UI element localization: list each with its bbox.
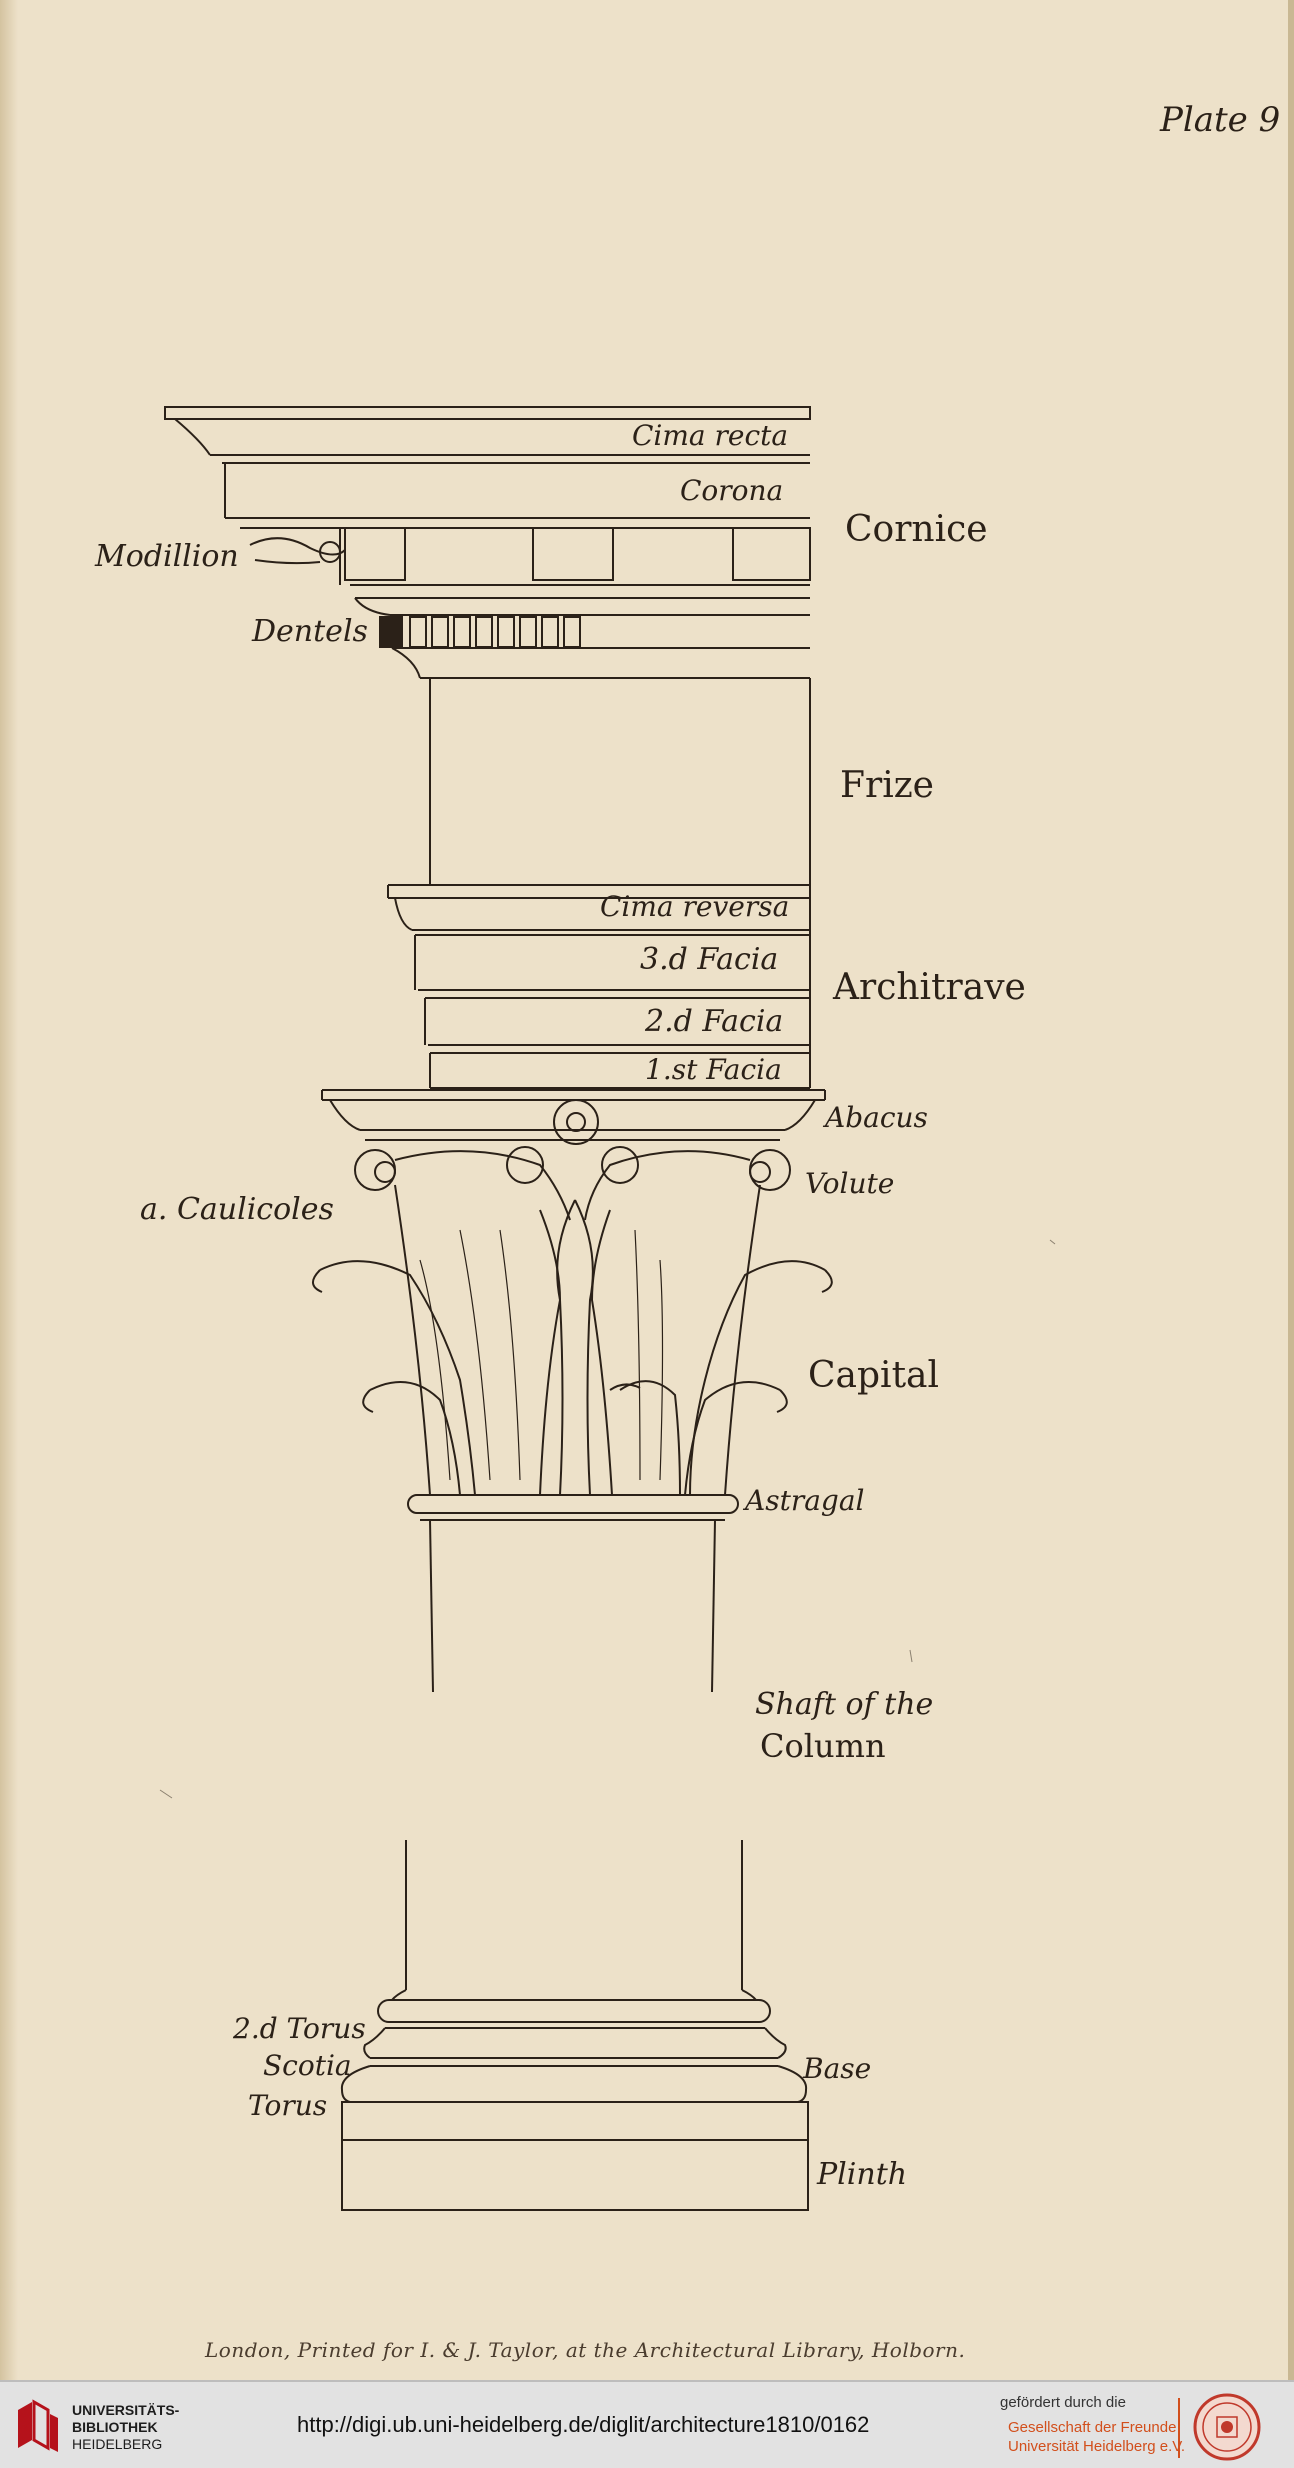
label-scotia: Scotia — [263, 2049, 352, 2082]
library-name-line2: BIBLIOTHEK — [72, 2419, 158, 2435]
label-capital: Capital — [808, 1355, 940, 1396]
label-architrave: Architrave — [833, 967, 1026, 1008]
frieze-drawing — [429, 678, 811, 885]
capital-drawing — [312, 1146, 833, 1496]
library-footer-bar: UNIVERSITÄTS- BIBLIOTHEK HEIDELBERG http… — [0, 2380, 1294, 2468]
label-volute: Volute — [805, 1167, 895, 1200]
library-name: UNIVERSITÄTS- BIBLIOTHEK HEIDELBERG — [72, 2402, 179, 2453]
base-drawing — [340, 1989, 809, 2141]
label-base: Base — [803, 2052, 872, 2085]
label-modillion: Modillion — [95, 539, 239, 574]
footer-divider — [1178, 2398, 1180, 2458]
label-second-torus: 2.d Torus — [233, 2012, 366, 2045]
label-corona: Corona — [680, 474, 784, 507]
label-caulicoles: a. Caulicoles — [140, 1192, 334, 1227]
shaft-upper-drawing — [429, 1519, 716, 1693]
sponsor-name: Gesellschaft der Freunde Universität Hei… — [1008, 2418, 1185, 2456]
label-cornice: Cornice — [845, 509, 988, 550]
label-shaft-line1: Shaft of the — [755, 1687, 934, 1722]
digital-object-link[interactable]: http://digi.ub.uni-heidelberg.de/diglit/… — [297, 2412, 870, 2437]
imprint-line: London, Printed for I. & J. Taylor, at t… — [205, 2338, 966, 2362]
library-name-line1: UNIVERSITÄTS- — [72, 2402, 180, 2418]
plinth-drawing — [341, 2139, 809, 2211]
plate-number: Plate 9 — [1160, 100, 1281, 140]
sponsor-line2: Universität Heidelberg e.V. — [1008, 2438, 1186, 2455]
cornice-drawing — [164, 406, 811, 679]
sponsor-prefix: gefördert durch die — [1000, 2394, 1126, 2411]
shaft-lower-drawing — [405, 1840, 743, 1990]
corinthian-order-drawing — [159, 406, 1056, 2211]
label-torus: Torus — [248, 2089, 328, 2122]
label-third-facia: 3.d Facia — [640, 942, 779, 977]
label-second-facia: 2.d Facia — [645, 1004, 784, 1039]
label-astragal: Astragal — [745, 1484, 865, 1517]
architrave-drawing — [387, 884, 811, 1089]
astragal-drawing — [407, 1494, 739, 1521]
label-first-facia: 1.st Facia — [645, 1053, 782, 1086]
plate-page: Plate 9 Cima recta Corona Cornice Modill… — [0, 0, 1294, 2380]
label-plinth: Plinth — [817, 2157, 908, 2192]
abacus-drawing — [321, 1089, 826, 1145]
label-shaft-line2: Column — [760, 1727, 886, 1765]
label-cima-recta: Cima recta — [632, 419, 789, 452]
label-dentels: Dentels — [252, 614, 368, 649]
university-seal-icon — [1193, 2393, 1261, 2461]
label-cima-reversa: Cima reversa — [600, 890, 790, 923]
label-abacus: Abacus — [825, 1101, 928, 1134]
university-library-logo-icon — [18, 2399, 58, 2452]
sponsor-line1: Gesellschaft der Freunde — [1008, 2419, 1177, 2436]
label-frize: Frize — [840, 765, 934, 806]
library-name-line3: HEIDELBERG — [72, 2436, 163, 2452]
